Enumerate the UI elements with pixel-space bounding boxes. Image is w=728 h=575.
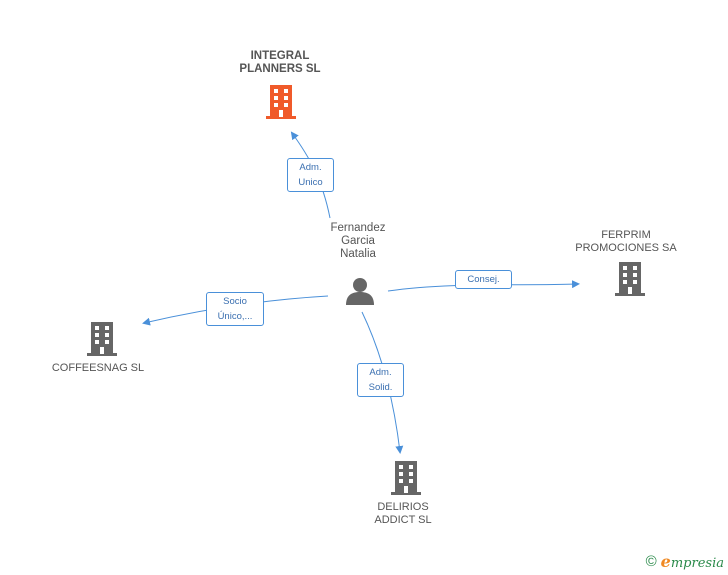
edge-label-delirios[interactable]: Adm. Solid. bbox=[357, 363, 404, 397]
company-name-integral: INTEGRAL PLANNERS SL bbox=[239, 50, 321, 75]
building-icon[interactable] bbox=[390, 461, 422, 495]
edge-label-coffeesnag[interactable]: Socio Único,... bbox=[206, 292, 264, 326]
company-name-coffeesnag: COFFEESNAG SL bbox=[51, 362, 145, 374]
person-icon[interactable] bbox=[345, 277, 375, 305]
building-icon[interactable] bbox=[614, 262, 646, 296]
company-node-integral[interactable]: INTEGRAL PLANNERS SL bbox=[220, 50, 340, 76]
edge-label-integral[interactable]: Adm. Unico bbox=[287, 158, 334, 192]
company-node-coffeesnag[interactable]: COFFEESNAG SL bbox=[38, 362, 158, 375]
company-name-ferprim: FERPRIM PROMOCIONES SA bbox=[575, 229, 677, 254]
copyright-icon: © bbox=[645, 553, 657, 570]
edge-label-ferprim[interactable]: Consej. bbox=[455, 270, 512, 289]
footer-brand: © empresia bbox=[646, 552, 724, 571]
company-name-delirios: DELIRIOS ADDICT SL bbox=[374, 501, 432, 526]
building-icon[interactable] bbox=[86, 322, 118, 356]
company-node-delirios[interactable]: DELIRIOS ADDICT SL bbox=[343, 501, 463, 527]
person-name: Fernandez Garcia Natalia bbox=[330, 222, 386, 260]
building-icon[interactable] bbox=[266, 85, 296, 119]
company-node-ferprim[interactable]: FERPRIM PROMOCIONES SA bbox=[566, 229, 686, 255]
empresia-logo[interactable]: empresia bbox=[660, 552, 724, 571]
